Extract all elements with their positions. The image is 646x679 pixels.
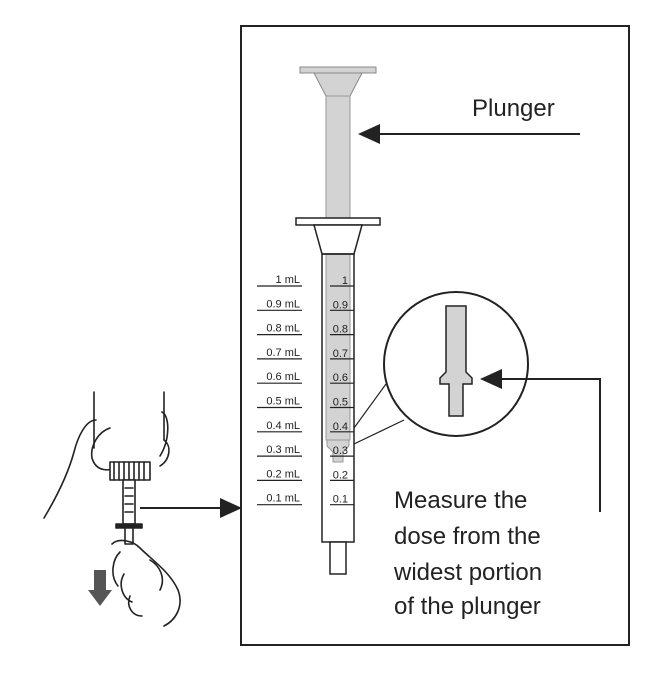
- instruction-line-4: of the plunger: [394, 593, 541, 620]
- barrel-scale-label: 0.8: [333, 324, 348, 336]
- magnified-plunger-tip: [439, 305, 473, 417]
- barrel-scale-label: 0.9: [333, 299, 348, 311]
- barrel-scale: 1 0.9 0.8 0.7 0.6 0.5 0.4 0.3 0.2 0.1: [330, 275, 354, 506]
- left-scale: 1 mL 0.9 mL 0.8 mL 0.7 mL 0.6 mL 0.5 mL 0.4 mL…: [257, 274, 302, 506]
- plunger-rod: [325, 95, 351, 441]
- back-hand: [43, 411, 170, 519]
- front-hand: [111, 539, 181, 627]
- left-scale-label: 0.9 mL: [266, 298, 300, 310]
- barrel-scale-label: 1: [342, 275, 348, 287]
- barrel-scale-label: 0.6: [333, 372, 348, 384]
- measure-instruction: Measure the dose from the widest portion…: [393, 487, 542, 620]
- diagram-frame: [240, 25, 630, 646]
- left-scale-label: 1 mL: [276, 274, 300, 286]
- left-scale-label: 0.7 mL: [266, 347, 300, 359]
- plunger-arrow: [358, 124, 580, 144]
- plunger-cap-taper: [313, 72, 363, 97]
- measure-arrow: [480, 369, 601, 512]
- down-arrow-icon: [88, 570, 112, 606]
- barrel-collar: [313, 224, 363, 255]
- left-scale-label: 0.8 mL: [266, 323, 300, 335]
- syringe: 1 0.9 0.8 0.7 0.6 0.5 0.4 0.3 0.2 0.1: [295, 66, 381, 575]
- magnifier: [353, 291, 529, 445]
- instruction-line-1: Measure the: [394, 487, 527, 514]
- barrel-scale-label: 0.1: [333, 494, 348, 506]
- left-scale-label: 0.4 mL: [266, 420, 300, 432]
- bottle: [93, 391, 165, 449]
- hands-bottle-illustration: [43, 391, 181, 627]
- small-syringe-barrel: [122, 479, 136, 525]
- syringe-flange: [295, 217, 381, 226]
- barrel-scale-label: 0.2: [333, 469, 348, 481]
- instruction-line-3: widest portion: [393, 559, 542, 586]
- pointer-arrow: [140, 498, 242, 518]
- left-scale-label: 0.5 mL: [266, 396, 300, 408]
- left-scale-label: 0.3 mL: [266, 444, 300, 456]
- left-scale-label: 0.1 mL: [266, 493, 300, 505]
- left-scale-label: 0.6 mL: [266, 371, 300, 383]
- instruction-line-2: dose from the: [394, 523, 541, 550]
- syringe-tip: [329, 541, 347, 575]
- plunger-cap: [299, 66, 377, 74]
- barrel-scale-label: 0.5: [333, 397, 348, 409]
- barrel-scale-label: 0.7: [333, 348, 348, 360]
- left-scale-label: 0.2 mL: [266, 468, 300, 480]
- barrel-scale-label: 0.3: [333, 445, 348, 457]
- plunger-stopper: [326, 439, 350, 463]
- plunger-label: Plunger: [472, 95, 555, 122]
- small-syringe-plunger: [124, 527, 134, 545]
- barrel-scale-label: 0.4: [333, 421, 348, 433]
